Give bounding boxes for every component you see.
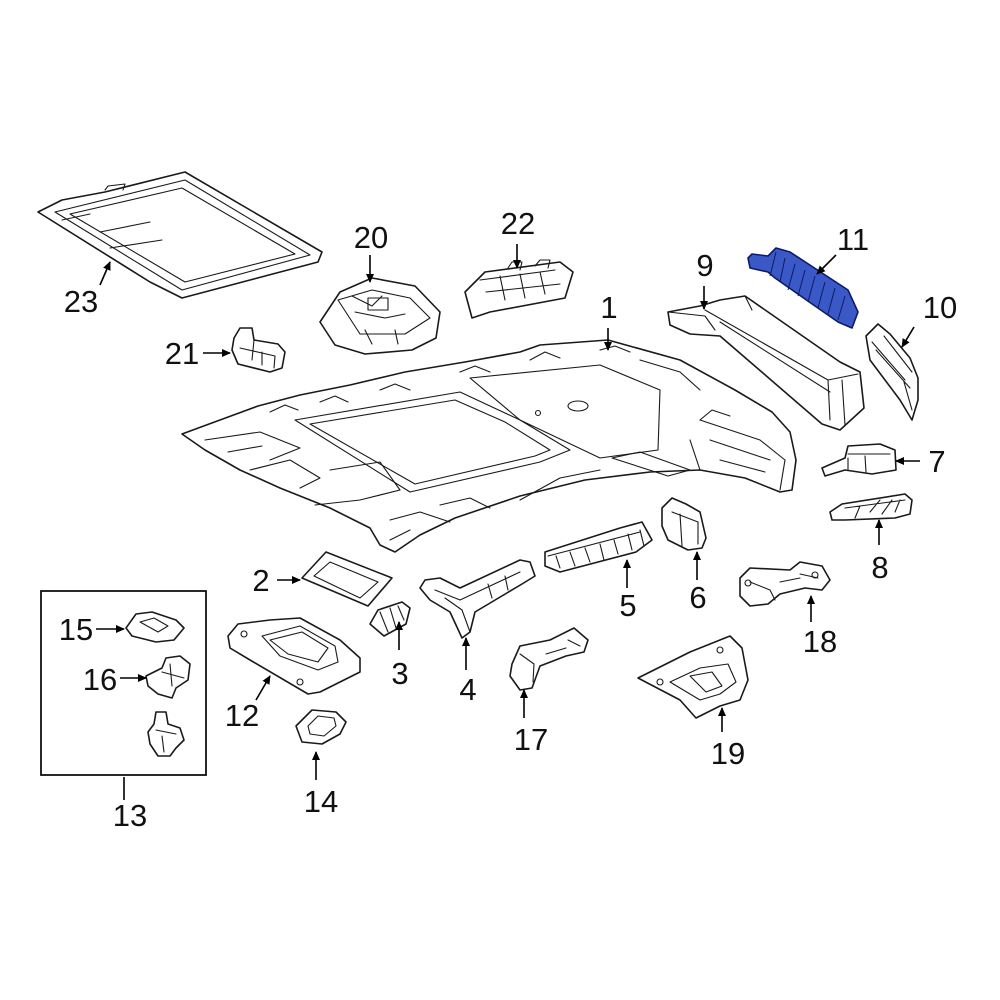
callout-3: 3 — [391, 656, 408, 691]
part-2-pad[interactable] — [301, 551, 393, 607]
callout-11: 11 — [837, 222, 869, 257]
part-22-bracket[interactable] — [464, 259, 574, 319]
leader-12 — [255, 675, 271, 701]
callout-21: 21 — [165, 336, 199, 371]
part-10-rail-end[interactable] — [865, 323, 919, 421]
callout-23: 23 — [64, 284, 98, 319]
callout-5: 5 — [619, 588, 636, 623]
part-16-clip[interactable] — [145, 655, 191, 699]
part-18-grab-handle[interactable] — [739, 561, 831, 607]
callout-7: 7 — [928, 444, 945, 479]
callout-19: 19 — [711, 736, 745, 771]
part-3-clip[interactable] — [369, 601, 411, 637]
callout-1: 1 — [600, 290, 617, 325]
callout-4: 4 — [459, 672, 476, 707]
part-15-clip[interactable] — [125, 611, 185, 643]
callout-12: 12 — [225, 698, 259, 733]
callout-14: 14 — [304, 784, 338, 819]
part-8-rail-bracket[interactable] — [829, 493, 913, 521]
leader-23 — [99, 261, 111, 286]
part-7-bracket[interactable] — [821, 443, 897, 477]
callout-22: 22 — [501, 206, 535, 241]
callout-17: 17 — [514, 722, 548, 757]
callout-2: 2 — [252, 563, 269, 598]
part-12-sun-visor[interactable] — [227, 617, 361, 695]
kit-13-box — [40, 590, 207, 776]
part-4-pillar-trim[interactable] — [419, 559, 536, 639]
part-20-overhead-console[interactable] — [319, 277, 441, 355]
part-9-rear-reinforcement[interactable] — [667, 295, 865, 431]
part-17-grab-handle[interactable] — [509, 627, 589, 691]
callout-13: 13 — [113, 798, 147, 833]
part-11-roof-rail-highlighted[interactable] — [747, 247, 859, 329]
kit-clip-part[interactable] — [147, 711, 185, 757]
part-6-clip[interactable] — [661, 497, 707, 551]
part-5-strip[interactable] — [544, 521, 653, 573]
part-21-clip[interactable] — [231, 327, 286, 373]
callout-15: 15 — [59, 612, 93, 647]
callout-20: 20 — [354, 220, 388, 255]
part-14-lamp[interactable] — [295, 709, 347, 745]
part-23-sunroof-panel[interactable] — [37, 171, 323, 299]
leader-lines — [96, 244, 920, 800]
callout-10: 10 — [923, 290, 957, 325]
callout-18: 18 — [803, 624, 837, 659]
part-19-bracket-plate[interactable] — [637, 635, 749, 719]
callout-8: 8 — [871, 550, 888, 585]
callout-16: 16 — [83, 662, 117, 697]
leader-11 — [816, 254, 837, 275]
callout-6: 6 — [689, 580, 706, 615]
callout-9: 9 — [696, 248, 713, 283]
callout-labels: 1 2 3 4 5 6 7 8 9 10 11 12 13 14 15 16 1… — [59, 206, 957, 833]
leader-10 — [901, 326, 915, 348]
part-1-headliner[interactable] — [181, 339, 797, 553]
